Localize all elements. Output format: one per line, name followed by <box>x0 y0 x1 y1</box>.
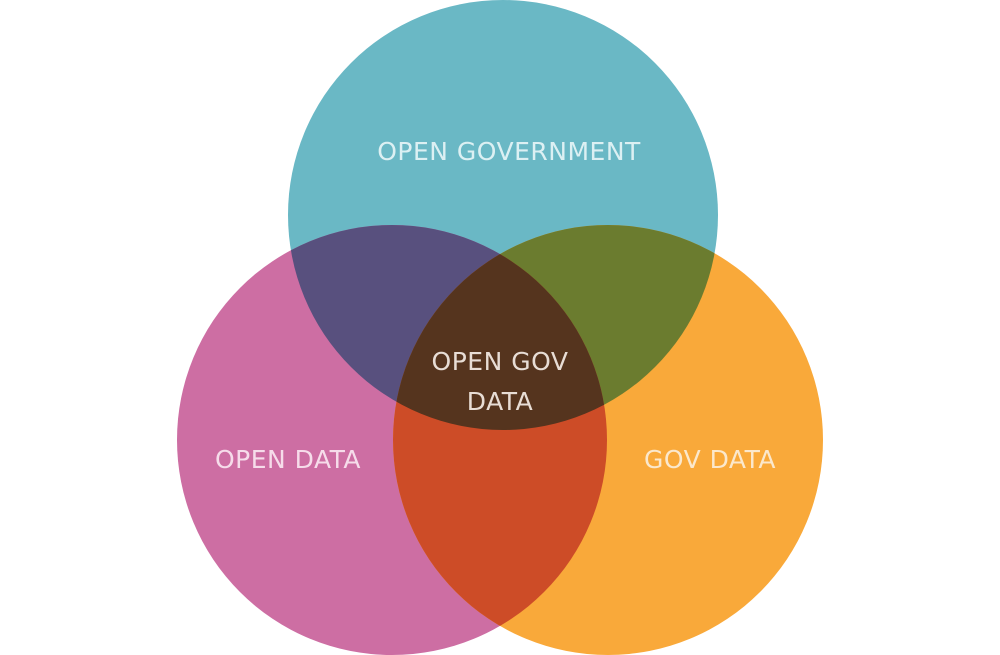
label-gov-data: GOV DATA <box>644 445 776 474</box>
label-open-government: OPEN GOVERNMENT <box>377 137 641 166</box>
label-center-line2: DATA <box>467 387 533 416</box>
label-center-line1: OPEN GOV <box>432 347 569 376</box>
label-open-data: OPEN DATA <box>215 445 361 474</box>
overlap-center <box>393 225 607 430</box>
